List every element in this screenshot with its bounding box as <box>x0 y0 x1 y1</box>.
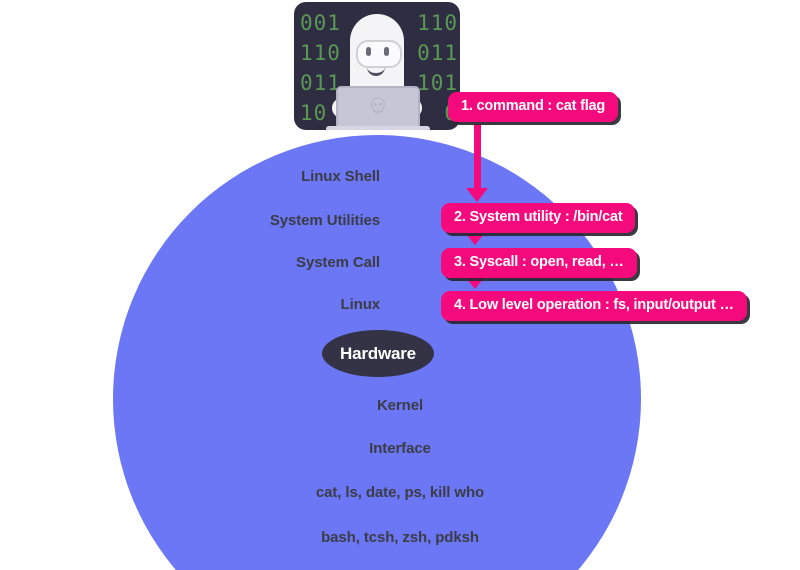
label-interface: Interface <box>369 440 431 457</box>
callout-system-utility[interactable]: 2. System utility : /bin/cat <box>441 203 636 234</box>
ghost-smile <box>367 64 385 76</box>
label-linux: Linux <box>340 296 381 313</box>
callout-command[interactable]: 1. command : cat flag <box>448 92 619 123</box>
laptop-base <box>326 126 430 130</box>
label-kernel: Kernel <box>376 397 424 414</box>
label-shells: bash, tcsh, zsh, pdksh <box>321 529 479 546</box>
arrow-syscall-to-lowlevel <box>466 278 484 289</box>
hacker-illustration: 001 110 011 10 110 011 101 0 <box>294 2 460 130</box>
binary-text-right: 110 011 101 0 <box>417 11 458 125</box>
label-linux-shell: Linux Shell <box>301 168 380 185</box>
arrow-utility-to-syscall <box>466 234 484 245</box>
binary-text-left: 001 110 011 10 <box>300 11 341 125</box>
arrow-command-to-utility-head <box>466 188 488 202</box>
arrow-command-to-utility-shaft <box>474 124 481 192</box>
ghost-eye-right <box>384 47 389 56</box>
label-system-call: System Call <box>296 254 380 271</box>
label-hardware: Hardware <box>340 343 416 363</box>
hardware-ellipse: Hardware <box>322 330 434 377</box>
label-system-utilities: System Utilities <box>269 212 380 229</box>
callout-low-level-op[interactable]: 4. Low level operation : fs, input/outpu… <box>441 291 747 322</box>
skull-icon <box>371 97 385 114</box>
callout-syscall[interactable]: 3. Syscall : open, read, … <box>441 248 637 279</box>
label-commands: cat, ls, date, ps, kill who <box>315 484 485 501</box>
ghost-eye-left <box>366 47 371 56</box>
